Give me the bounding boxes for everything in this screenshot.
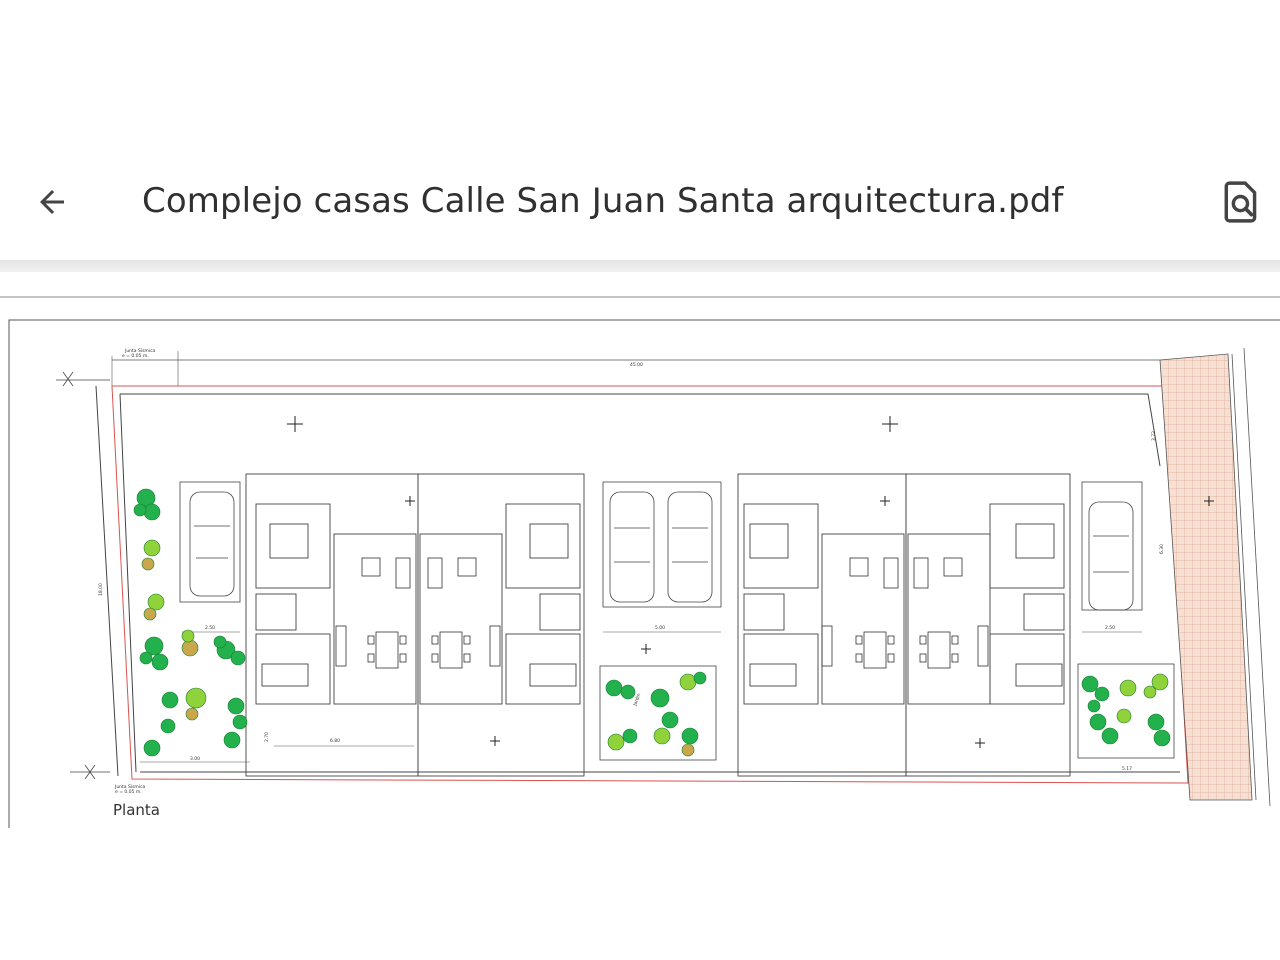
garden-right bbox=[1077, 663, 1175, 759]
section-mark-bottom bbox=[70, 764, 110, 780]
dim-bottom-c: 3.00 bbox=[190, 756, 200, 762]
dim-total: 45.00 bbox=[630, 362, 643, 368]
parking-right bbox=[1081, 481, 1143, 611]
dim-right: 2.50 bbox=[1105, 625, 1115, 631]
document-title: Complejo casas Calle San Juan Santa arqu… bbox=[142, 181, 1064, 221]
svg-text:Jardin: Jardin bbox=[632, 692, 642, 707]
dim-bottom-a: 6.80 bbox=[330, 738, 340, 744]
dim-bottom-right: 5.17 bbox=[1122, 766, 1132, 772]
house-unit-3 bbox=[737, 473, 907, 777]
parking-center bbox=[602, 481, 722, 608]
trees bbox=[133, 488, 1171, 757]
back-button[interactable] bbox=[30, 180, 74, 224]
arrow-left-icon bbox=[40, 190, 64, 214]
seismic-joint-bottom: Junta Sismica bbox=[114, 784, 146, 790]
dim-center: 5.00 bbox=[655, 625, 665, 631]
section-mark-top bbox=[56, 371, 110, 387]
dim-side: 18.00 bbox=[98, 583, 104, 596]
seismic-joint-bottom-sub: e = 0.05 m. bbox=[115, 789, 142, 795]
header-shadow bbox=[0, 260, 1280, 272]
seismic-joint-top: Junta Sismica bbox=[124, 348, 156, 354]
document-search-icon bbox=[1224, 181, 1257, 223]
dim-right-mid: 6.30 bbox=[1159, 544, 1165, 554]
house-unit-4 bbox=[905, 473, 1071, 777]
search-document-button[interactable] bbox=[1218, 178, 1266, 226]
seismic-joint-top-sub: e = 0.05 m. bbox=[122, 353, 149, 359]
floor-plan-page: 45.00 Junta Sismica e = 0.05 m. 18.00 3.… bbox=[0, 296, 1280, 828]
paved-strip bbox=[1159, 353, 1253, 801]
parking-left bbox=[179, 481, 241, 603]
furniture bbox=[335, 557, 989, 669]
garden-center: Jardin bbox=[599, 665, 717, 761]
dim-right-top: 3.72 bbox=[1151, 431, 1157, 441]
pdf-viewer[interactable] bbox=[0, 272, 1280, 960]
dim-left: 2.50 bbox=[205, 625, 215, 631]
house-unit-1 bbox=[245, 473, 419, 777]
plan-label: Planta bbox=[113, 801, 160, 819]
dim-bottom-b: 2.70 bbox=[264, 732, 270, 742]
house-unit-2 bbox=[417, 473, 585, 777]
app-header: Complejo casas Calle San Juan Santa arqu… bbox=[0, 0, 1280, 260]
